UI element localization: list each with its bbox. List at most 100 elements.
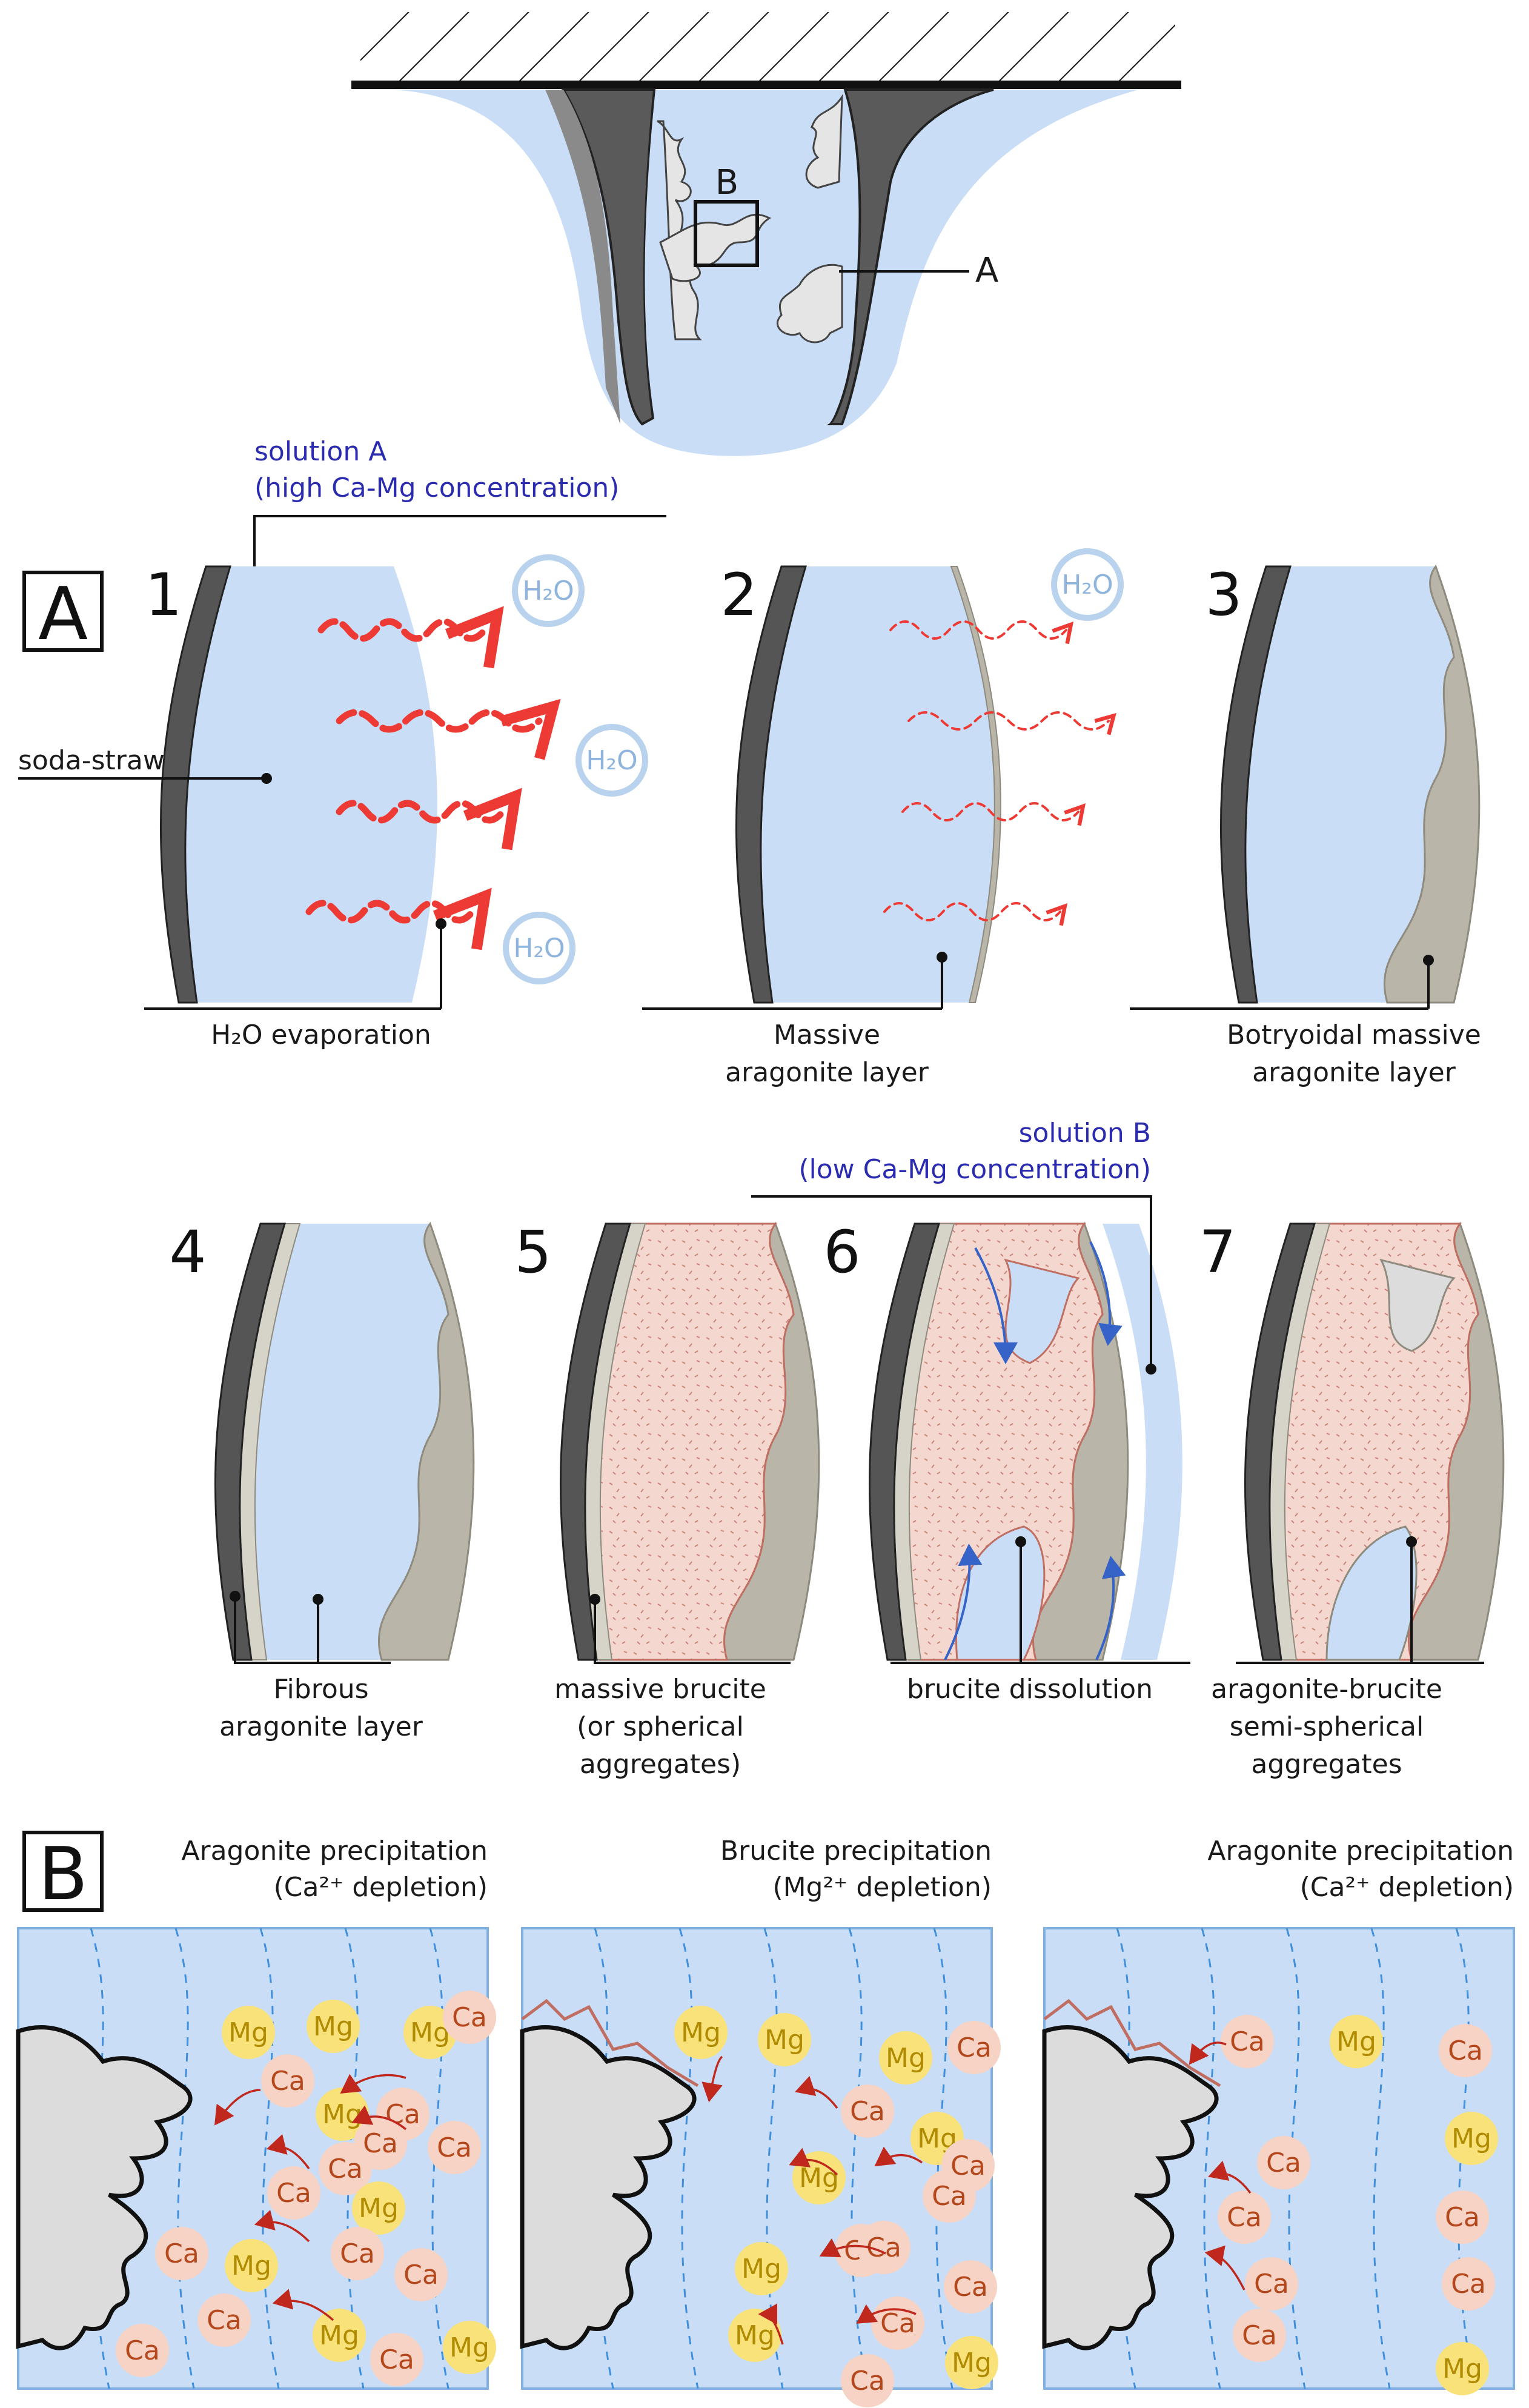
ca-ion (443, 1991, 496, 2044)
ca-ion (116, 2324, 169, 2377)
panel-b-3-aggregate (1042, 2025, 1219, 2350)
mg-ion-label: Mg (319, 2320, 359, 2351)
panel-b-2-uptake-arrow (819, 2238, 886, 2258)
panel-b-3-flow-line (1201, 1928, 1221, 2389)
ca-ion-label: Ca (1242, 2320, 1277, 2351)
section-b-box (22, 1831, 104, 1912)
step-3-solution (1238, 566, 1479, 1003)
mg-ion-label: Mg (1336, 2026, 1376, 2057)
step-1-evaporation-arrow (336, 698, 561, 760)
panel-b-2-aggregate (520, 2025, 697, 2350)
panel-b-2-subtitle: (Mg²⁺ depletion) (772, 1872, 992, 1903)
ca-ion-label: Ca (379, 2344, 414, 2375)
mg-ion-label: Mg (231, 2250, 271, 2281)
ca-ion (267, 2166, 320, 2220)
soda-straw-left-wall (561, 88, 656, 426)
inset-box-b (694, 200, 759, 267)
panel-b-3-crust (1043, 1998, 1221, 2088)
step-4-label-line: aragonite layer (219, 1711, 423, 1742)
ca-ion-label: Ca (1266, 2148, 1301, 2178)
ca-ion (841, 2354, 894, 2407)
solution-b-label-line1: solution B (1019, 1118, 1151, 1149)
panel-b-3-flow-line (1370, 1928, 1391, 2389)
step-7-panel: 7 (1199, 1218, 1505, 1661)
panel-b-3-title: Aragonite precipitation (1207, 1836, 1514, 1866)
ca-ion-label: Ca (1227, 2202, 1262, 2233)
panel-b-2-uptake-arrow (758, 2303, 784, 2345)
ca-ion-label: Ca (1230, 2026, 1265, 2057)
step-4-label-line: Fibrous (273, 1674, 368, 1705)
stalactite-inner-bore (645, 90, 855, 424)
mg-ion (674, 2006, 728, 2059)
solution-a-label-line1: solution A (254, 436, 386, 467)
top-label-b: B (715, 163, 738, 202)
step-6-panel: 6 (823, 1218, 1182, 1661)
soda-straw-left-outer (545, 90, 620, 424)
section-b: B Aragonite precipitation(Ca²⁺ depletion… (16, 1831, 1515, 2407)
ca-ion-label: Ca (1448, 2035, 1483, 2066)
mg-ion-label: Mg (886, 2043, 926, 2074)
ca-ion (428, 2121, 481, 2174)
ca-ion (1442, 2257, 1495, 2310)
step-4-soda-straw (214, 1222, 287, 1661)
step-3-soda-straw (1219, 565, 1292, 1004)
panel-b-2-uptake-arrow (789, 2148, 838, 2176)
step-3-panel: 3 (1205, 561, 1481, 1004)
mg-ion (758, 2013, 811, 2066)
ca-ion (1436, 2191, 1489, 2244)
section-b-box-label: B (38, 1833, 88, 1917)
step-6-label-line: brucite dissolution (907, 1674, 1153, 1705)
step-6-flow-arrow (1089, 1241, 1123, 1346)
ca-ion (1245, 2257, 1298, 2310)
step-6-flow-arrow (1095, 1556, 1126, 1660)
step-1-label-line: H₂O evaporation (211, 1020, 431, 1050)
step-3-label-line: Botryoidal massive (1227, 1020, 1481, 1050)
panel-b-1-flow-line (429, 1928, 449, 2389)
mg-ion (307, 2000, 360, 2053)
panel-b-1-aggregate (16, 2025, 193, 2350)
ca-ion-label: Ca (1445, 2202, 1480, 2233)
panel-b-2-flow-line (678, 1928, 699, 2389)
section-a: A solution A (high Ca-Mg concentration) … (18, 436, 1505, 1780)
step-6-soda-straw (868, 1222, 941, 1661)
ca-ion-label: Ca (164, 2238, 199, 2269)
step-2-evaporation-arrow (907, 711, 1116, 735)
panel-b-1-flow-line (259, 1928, 280, 2389)
ca-ion-label: Ca (340, 2238, 375, 2269)
step-2-h2o: H₂O (1061, 569, 1113, 600)
step-7-soda-straw (1244, 1222, 1316, 1661)
panel-b-1-subtitle: (Ca²⁺ depletion) (274, 1872, 488, 1903)
ca-ion-label: Ca (437, 2132, 472, 2163)
cave-ceiling-rock (360, 12, 1175, 85)
aggregate-coral-right-mid (777, 264, 843, 343)
step-2-evaporation-arrow (883, 902, 1068, 926)
ca-ion (1257, 2136, 1310, 2189)
ca-ion-label: Ca (1451, 2269, 1486, 2300)
step-1-h2o-top-circle (512, 554, 585, 627)
ca-ion (261, 2054, 314, 2108)
panel-b-1-title: Aragonite precipitation (181, 1836, 488, 1866)
step-7-label-line: semi-spherical (1230, 1711, 1424, 1742)
step-2-h2o-circle (1051, 548, 1124, 621)
mg-ion-label: Mg (952, 2347, 992, 2378)
step-6-number: 6 (823, 1218, 860, 1286)
mg-ion (1436, 2342, 1489, 2395)
step-1-h2o-top: H₂O (522, 575, 574, 606)
ca-ion (331, 2227, 384, 2280)
mg-ion-label: Mg (322, 2099, 362, 2130)
panel-b-1-uptake-arrow (214, 2089, 261, 2126)
step-2-solution (754, 566, 995, 1003)
panel-b-3: Aragonite precipitation(Ca²⁺ depletion)C… (1042, 1836, 1515, 2395)
section-a-box (22, 571, 104, 652)
ca-ion (354, 2117, 407, 2170)
mg-ion-label: Mg (228, 2017, 268, 2048)
mg-ion (316, 2088, 369, 2141)
step-1-h2o-mid: H₂O (586, 745, 637, 776)
ca-ion-label: Ca (403, 2260, 439, 2290)
top-label-a: A (975, 251, 998, 290)
step-6-dissolution-cavity-top (1004, 1258, 1080, 1364)
ca-ion-label: Ca (950, 2151, 986, 2181)
step-6-solution-b-channel (1103, 1224, 1182, 1660)
step-2-number: 2 (720, 561, 757, 629)
step-6-flow-arrow (944, 1544, 983, 1660)
